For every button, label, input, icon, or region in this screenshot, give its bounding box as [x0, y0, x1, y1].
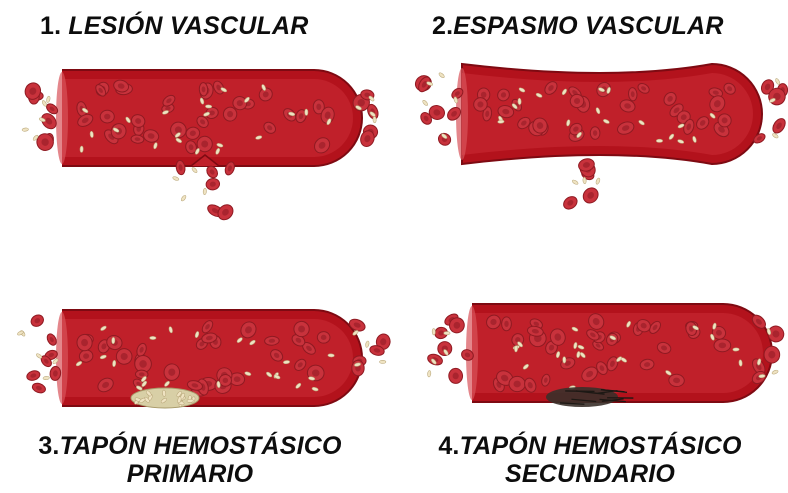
panel-2-escaped-platelet [772, 133, 779, 139]
vessel-4-rbc [714, 339, 731, 352]
vessel-3-rbc [264, 336, 279, 346]
vessel-1-opening [56, 72, 68, 164]
panel-1-escaped-platelet [22, 128, 29, 132]
panel-1-escaped-rbc [34, 131, 55, 153]
panel-1-escaped-platelet [180, 195, 186, 202]
panel-3-escaped-rbc [45, 332, 58, 346]
vessel-3-platelet [150, 336, 156, 339]
panel-3-escaped-rbc [26, 369, 41, 382]
panel-4-escaped-platelet [771, 369, 778, 374]
panel-4-escaped-platelet [432, 328, 435, 335]
panel-4-escaped-platelet [444, 331, 450, 334]
plug-platelet [162, 390, 166, 397]
vessel-2-rbc [590, 127, 600, 140]
panel-2-escaped-rbc [561, 194, 579, 212]
vessel-4-rbc [501, 317, 511, 331]
vessel-1-rbc [199, 82, 208, 96]
panel-2-escaped-platelet [422, 99, 429, 106]
panel-1-escaped-platelet [191, 167, 198, 174]
panel-2-escaped-platelet [775, 78, 781, 85]
panel-4-escaped-rbc [449, 368, 463, 383]
vessel-2-platelet [498, 120, 505, 124]
panel-1-escaped-platelet [46, 96, 51, 103]
panel-4-escaped-rbc [764, 346, 780, 363]
panel-3-escaped-platelet [365, 341, 370, 348]
vessel-4-rbc [509, 376, 525, 391]
panel-3-escaped-platelet [36, 353, 43, 359]
vessel-3-rbc [317, 331, 330, 343]
panel-2-escaped-platelet [572, 179, 579, 185]
vessel-4-platelet [514, 346, 518, 353]
vessel-4-platelet [563, 357, 566, 363]
vessel-1-platelet [205, 105, 212, 109]
vessel-3-platelet [112, 360, 116, 367]
panel-3-escaped-rbc [31, 382, 47, 395]
vessel-3-rbc [219, 374, 232, 387]
vessel-3-platelet [112, 337, 115, 344]
panel-1-escaped-platelet [203, 188, 207, 195]
vessel-4-platelet [739, 360, 743, 367]
vessel-3-platelet [328, 354, 335, 358]
panel-1-escaped-platelet [172, 176, 179, 181]
vessel-4-platelet [733, 348, 740, 351]
panel-3-escaped-platelet [379, 360, 385, 363]
panel-2-escaped-platelet [595, 178, 600, 185]
panel-1-escaped-rbc [205, 177, 220, 190]
vessel-3-rbc [76, 334, 92, 351]
panel-4-escaped-platelet [427, 370, 431, 377]
panel-3-escaped-platelet [43, 376, 50, 380]
panel-2-escaped-rbc [770, 116, 787, 135]
vessel-3-opening [56, 312, 68, 404]
panel-1-escaped-platelet [373, 116, 376, 123]
vessel-1-platelet [80, 146, 83, 153]
panel-4-escaped-platelet [759, 374, 766, 378]
vessel-1-rbc [100, 110, 114, 123]
panel-3-escaped-rbc [29, 313, 46, 329]
vessel-2-platelet [656, 139, 662, 142]
panel-2-escaped-rbc [436, 131, 453, 148]
plug-platelet [187, 399, 194, 403]
vessel-1-platelet [305, 109, 308, 115]
panel-2-escaped-platelet [438, 72, 445, 79]
vessel-2-platelet [518, 98, 522, 105]
panel-2-escaped-platelet [583, 177, 587, 184]
panel-2-escaped-rbc [580, 185, 601, 206]
panel-1-escaped-rbc [215, 202, 236, 223]
